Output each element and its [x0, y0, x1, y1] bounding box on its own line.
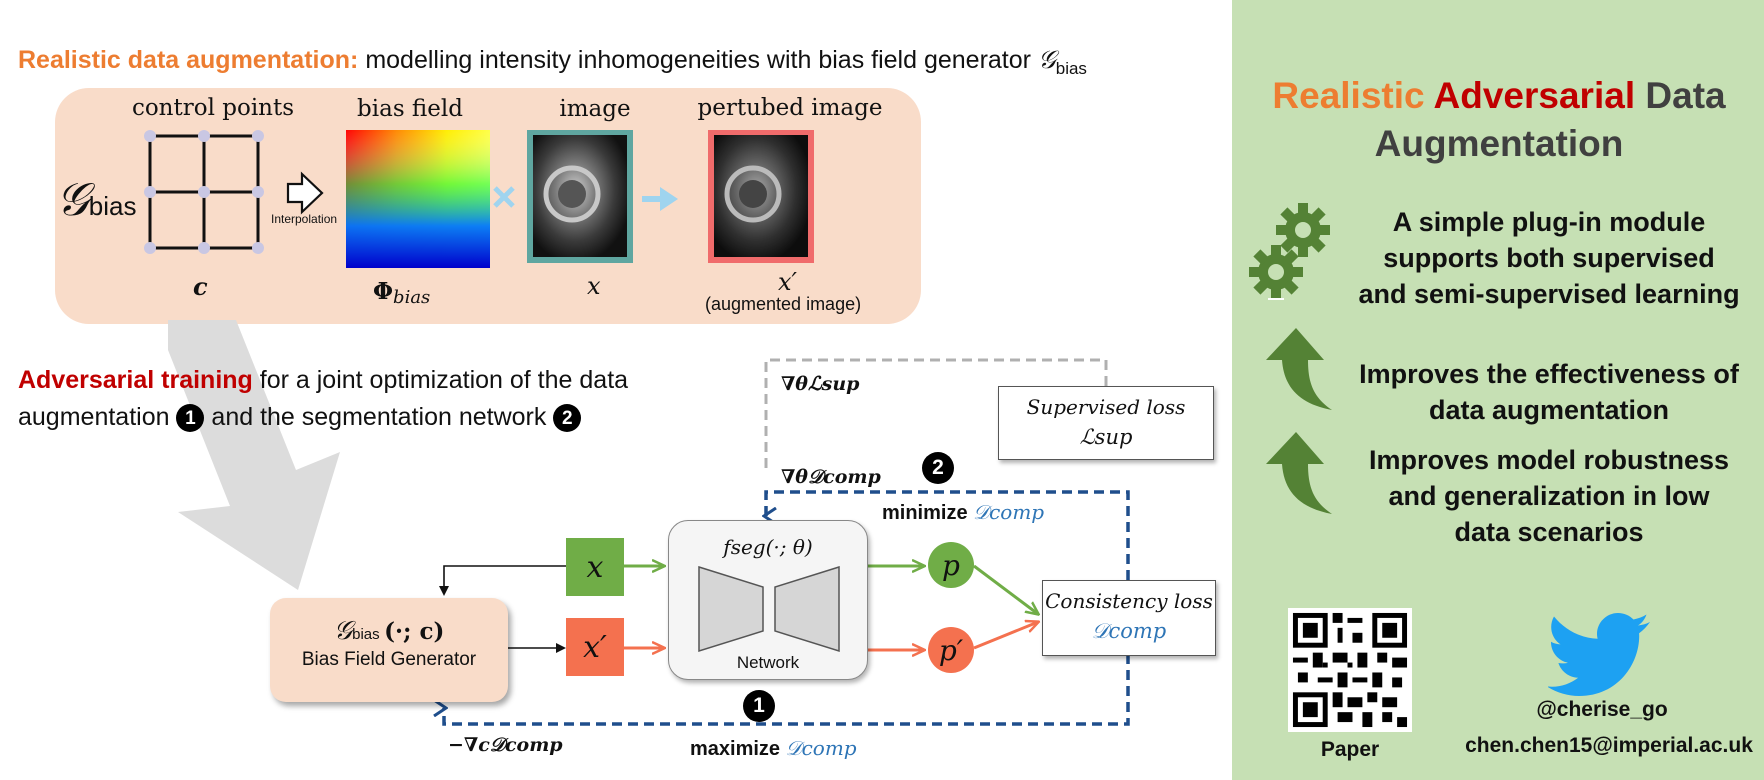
augmentation-title-highlight: Realistic data augmentation:: [18, 46, 359, 74]
diagram-connectors: [0, 358, 1130, 726]
generator-func: 𝒢bias (·; c): [270, 616, 508, 647]
perturb-arrow-icon: [642, 187, 678, 211]
perturbed-image-label: pertubed image: [697, 95, 883, 121]
supervised-loss-symbol: ℒsup: [1079, 425, 1133, 449]
generator-func-symbol: 𝒢: [333, 616, 353, 646]
consistency-loss-box: Consistency loss 𝒟comp: [1042, 580, 1216, 656]
bias-field-generator-box: 𝒢bias (·; c) Bias Field Generator: [270, 598, 508, 702]
network-label: Network: [736, 653, 800, 672]
generator-symbol-sub: bias: [88, 191, 137, 221]
grad-theta-comp-label: ∇θ𝒟comp: [781, 466, 881, 488]
feature-3-line2: and generalization in low: [1388, 481, 1710, 511]
bias-field-label: bias field: [357, 96, 463, 122]
grad-theta-sup-label: ∇θℒsup: [781, 373, 860, 395]
diagram-step-2-number: 2: [922, 452, 954, 484]
consistency-loss-symbol: 𝒟comp: [1091, 619, 1167, 643]
adversarial-title-line2a: augmentation: [18, 403, 170, 431]
sidebar-title-word3: Data: [1645, 75, 1726, 116]
left-content: Realistic data augmentation: modelling i…: [0, 45, 1216, 761]
generator-symbol-g: 𝒢: [56, 172, 89, 226]
improve-arrow-icon-2: [1266, 432, 1332, 514]
image-label: image: [559, 96, 631, 122]
feature-2: Improves the effectiveness of data augme…: [1332, 356, 1764, 428]
diagram-step-1-badge: 1: [743, 690, 775, 722]
maximize-label: maximize 𝒟comp: [690, 736, 857, 761]
sidebar-title-word2: Adversarial: [1433, 75, 1636, 116]
generator-func-sub: bias: [352, 626, 380, 643]
math-x: x: [587, 272, 601, 300]
augmentation-title-symbol-sub: bias: [1055, 59, 1087, 78]
maximize-dcomp: 𝒟comp: [785, 736, 857, 760]
twitter-icon[interactable]: [1548, 612, 1652, 698]
generator-func-args: (·; c): [384, 618, 445, 645]
interpolation-arrow-icon: [286, 171, 324, 215]
node-p-prime: p′: [928, 627, 974, 673]
node-p: p: [928, 542, 974, 588]
network-box: fseg(·; θ) Network: [668, 520, 868, 680]
flow-arrow-icon: [168, 320, 340, 590]
feature-3-line3: data scenarios: [1454, 517, 1644, 547]
multiply-icon: [493, 186, 515, 208]
paper-qr-code[interactable]: [1288, 608, 1412, 732]
contact-email[interactable]: chen.chen15@imperial.ac.uk: [1465, 734, 1753, 757]
math-c: c: [193, 272, 208, 301]
feature-1-line3: and semi-supervised learning: [1358, 279, 1740, 309]
sidebar-title-line2: Augmentation: [1374, 123, 1624, 164]
step-1-badge: 1: [176, 404, 205, 433]
sidebar-title-word1: Realistic: [1272, 75, 1425, 116]
augmentation-title-rest: modelling intensity inhomogeneities with…: [365, 46, 1031, 74]
feature-1-line2: supports both supervised: [1383, 243, 1715, 273]
adversarial-title-highlight: Adversarial training: [18, 366, 253, 394]
feature-3-line1: Improves model robustness: [1368, 445, 1730, 475]
math-xprime: x′: [778, 268, 797, 296]
feature-2-line2: data augmentation: [1428, 395, 1670, 425]
augmentation-title-symbol: 𝒢: [1037, 45, 1056, 74]
feature-1-line1: A simple plug-in module: [1392, 207, 1706, 237]
math-phi: Φbias: [373, 278, 430, 308]
diagram-step-2-badge: 2: [922, 452, 954, 484]
maximize-word: maximize: [690, 738, 781, 760]
augmented-image-note: (augmented image): [705, 294, 862, 314]
sidebar-title: Realistic Adversarial Data Augmentation: [1232, 72, 1764, 168]
node-x: x: [566, 538, 624, 596]
minimize-word: minimize: [882, 502, 968, 524]
qr-code-icon: [1292, 612, 1408, 728]
paper-label: Paper: [1320, 738, 1380, 761]
diagram-step-1-number: 1: [743, 690, 775, 722]
control-point-dots: [144, 130, 264, 254]
math-phi-symbol: Φ: [373, 278, 394, 305]
supervised-loss-title: Supervised loss: [1026, 395, 1186, 419]
generator-symbol: 𝒢bias: [56, 172, 136, 228]
summary-sidebar: Realistic Adversarial Data Augmentation: [1230, 0, 1764, 780]
grad-c-comp-label: −∇c𝒟comp: [448, 734, 563, 756]
feature-1: A simple plug-in module supports both su…: [1332, 204, 1764, 312]
step-2-badge: 2: [553, 404, 582, 433]
adversarial-title-line1: for a joint optimization of the data: [259, 366, 629, 394]
feature-2-line1: Improves the effectiveness of: [1359, 359, 1739, 389]
adversarial-title-line2b: and the segmentation network: [211, 403, 547, 431]
interpolation-label: Interpolation: [271, 212, 338, 226]
augmentation-title: Realistic data augmentation: modelling i…: [18, 45, 1087, 79]
control-points-label: control points: [131, 95, 295, 121]
generator-name: Bias Field Generator: [301, 649, 477, 670]
network-func: fseg(·; θ): [723, 535, 813, 559]
node-x-prime: x′: [566, 618, 624, 676]
feature-3: Improves model robustness and generaliza…: [1332, 442, 1764, 550]
adversarial-title: Adversarial training for a joint optimiz…: [18, 362, 628, 436]
improve-arrow-icon-1: [1266, 328, 1332, 410]
math-phi-sub: bias: [393, 287, 431, 309]
minimize-dcomp: 𝒟comp: [973, 500, 1045, 524]
twitter-handle[interactable]: @cherise_go: [1536, 698, 1668, 721]
consistency-loss-title: Consistency loss: [1045, 589, 1213, 613]
minimize-label: minimize 𝒟comp: [882, 500, 1044, 525]
augmentation-graphics: [144, 130, 814, 268]
supervised-loss-box: Supervised loss ℒsup: [998, 386, 1214, 460]
gears-icon: [1249, 203, 1330, 300]
encoder-decoder-icon: [698, 565, 840, 653]
